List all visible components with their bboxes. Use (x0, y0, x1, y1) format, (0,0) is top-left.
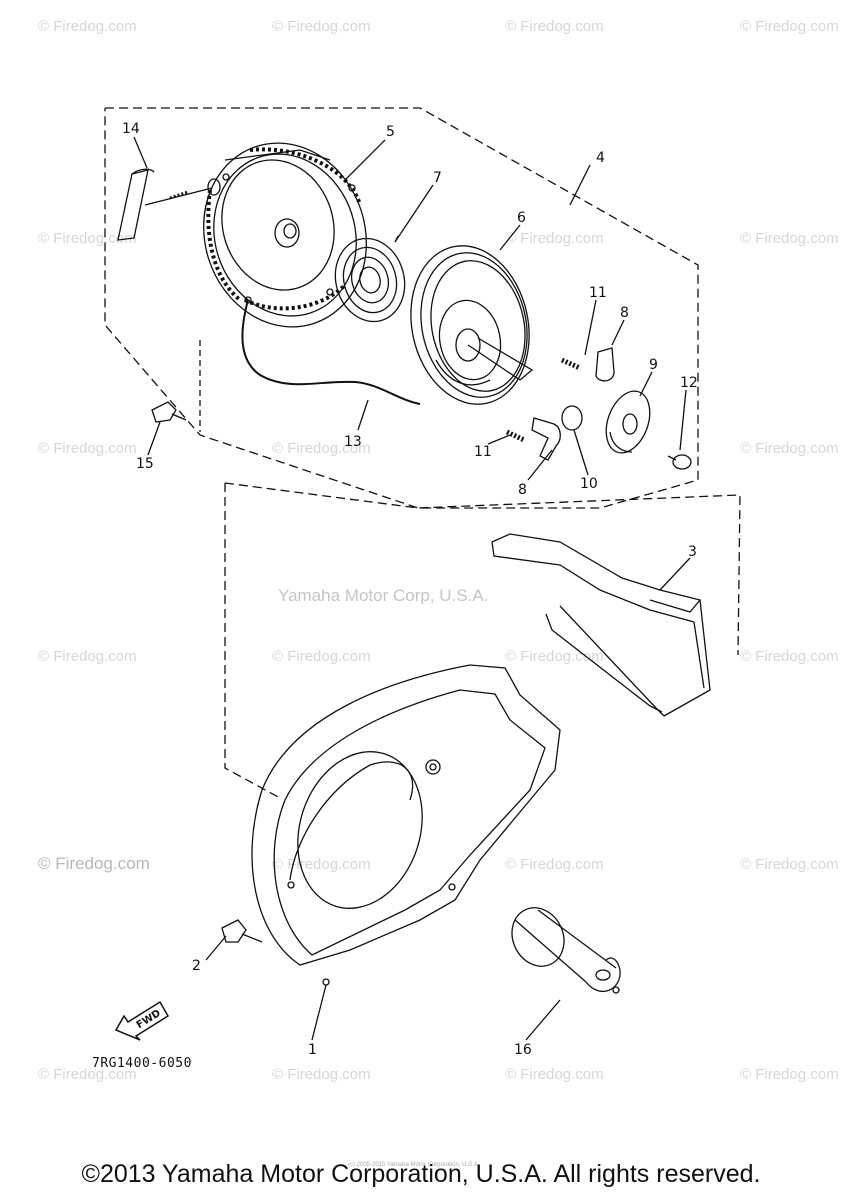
watermark: © Firedog.com (38, 648, 137, 665)
watermark-prominent: © Firedog.com (38, 854, 150, 873)
pawl-part-8-upper (595, 347, 615, 382)
callout-7: 7 (433, 170, 442, 186)
fine-print: (c) 2005-2015 Yamaha Motor Corporation, … (348, 1162, 480, 1168)
callout-4: 4 (596, 150, 605, 166)
leader-5 (344, 139, 386, 181)
corp-watermark: Yamaha Motor Corp, U.S.A. (278, 586, 489, 605)
watermark: © Firedog.com (272, 856, 371, 873)
circlip-part-10 (561, 405, 583, 431)
leader-2 (205, 935, 227, 961)
pawl-spring-part-11-lower (505, 429, 526, 443)
leader-7 (394, 184, 434, 243)
leader-3 (659, 557, 691, 591)
watermark: © Firedog.com (505, 648, 604, 665)
assembly-outline-left (224, 483, 281, 799)
callout-13: 13 (344, 434, 362, 450)
leader-15 (147, 421, 161, 456)
callout-8-upper: 8 (620, 305, 629, 321)
watermark: © Firedog.com (740, 648, 839, 665)
callout-14: 14 (122, 121, 140, 137)
leader-10 (573, 429, 589, 476)
leader-9 (639, 371, 653, 397)
drawing-code: 7RG1400-6050 (92, 1056, 192, 1071)
callout-15: 15 (136, 456, 154, 472)
watermark: © Firedog.com (740, 440, 839, 457)
bolt-part-15 (151, 401, 187, 423)
watermark: © Firedog.com (505, 230, 604, 247)
callout-10: 10 (580, 476, 598, 492)
leader-16 (525, 999, 561, 1041)
watermark: © Firedog.com (505, 856, 604, 873)
callout-11-lower: 11 (474, 444, 492, 460)
callout-9: 9 (649, 357, 658, 373)
bracket-part-3 (491, 533, 711, 717)
watermark: © Firedog.com (38, 1066, 137, 1083)
leader-8b (527, 449, 553, 481)
watermark: © Firedog.com (740, 856, 839, 873)
starter-handle-part-14 (117, 168, 221, 241)
leader-13 (357, 399, 369, 431)
recoil-housing-part-5 (203, 142, 367, 328)
drive-plate-part-9 (605, 390, 651, 454)
callout-3: 3 (688, 544, 697, 560)
callout-16: 16 (514, 1042, 532, 1058)
leader-11b (487, 434, 511, 445)
leader-12 (679, 389, 687, 451)
watermark: © Firedog.com (272, 18, 371, 35)
watermark: © Firedog.com (38, 440, 137, 457)
watermark: © Firedog.com (505, 18, 604, 35)
pawl-part-8-lower (531, 417, 561, 461)
watermark: © Firedog.com (38, 18, 137, 35)
leader-6 (499, 224, 521, 251)
fan-cover-part-1 (251, 664, 561, 986)
leader-1 (311, 984, 327, 1041)
watermark: © Firedog.com (740, 18, 839, 35)
leader-8a (611, 319, 625, 346)
leader-14 (133, 136, 148, 169)
watermark: © Firedog.com (272, 440, 371, 457)
watermark: © Firedog.com (740, 1066, 839, 1083)
starter-rope-part-13 (241, 299, 421, 405)
spiral-spring-part-7 (334, 235, 406, 323)
callout-5: 5 (386, 124, 395, 140)
drive-pulley-part-6 (410, 245, 534, 405)
callout-6: 6 (517, 210, 526, 226)
watermark: © Firedog.com (272, 648, 371, 665)
callout-8-lower: 8 (518, 482, 527, 498)
bolt-part-2 (221, 919, 263, 943)
leader-4 (569, 164, 591, 206)
watermark: © Firedog.com (740, 230, 839, 247)
starter-cup-part-16 (511, 907, 621, 994)
pawl-spring-part-11-upper (560, 357, 582, 371)
leader-11a (584, 299, 597, 356)
fwd-arrow-icon (114, 1000, 170, 1041)
watermark: © Firedog.com (505, 1066, 604, 1083)
assembly-outline-lower (224, 482, 741, 656)
callout-11-upper: 11 (589, 285, 607, 301)
assembly-outline-4 (104, 107, 699, 509)
watermark: © Firedog.com (38, 230, 137, 247)
copyright-notice: ©2013 Yamaha Motor Corporation, U.S.A. A… (81, 1160, 761, 1188)
callout-12: 12 (680, 375, 698, 391)
callout-2: 2 (192, 958, 201, 974)
watermark: © Firedog.com (272, 1066, 371, 1083)
bolt-part-12 (667, 454, 692, 470)
callout-1: 1 (308, 1042, 317, 1058)
